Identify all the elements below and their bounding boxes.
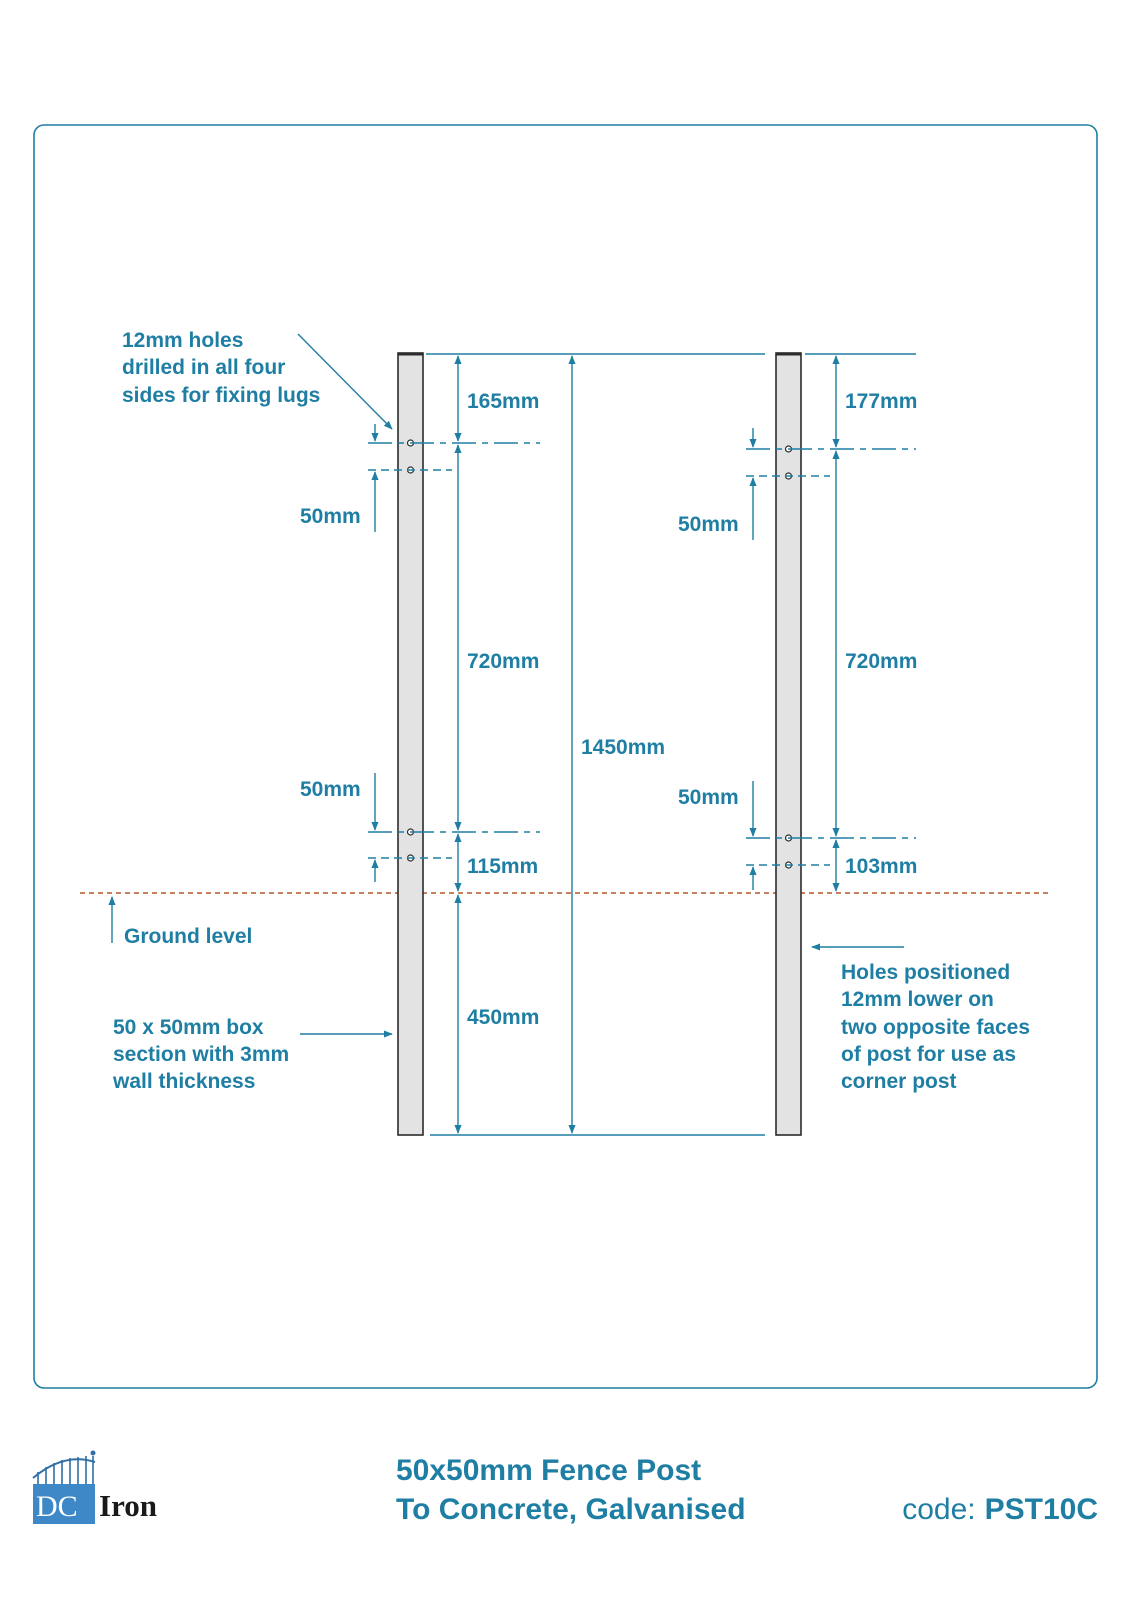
left-hole-spacing-bottom-dim: 50mm (300, 778, 361, 801)
left-post (397, 352, 424, 1136)
left-hole-to-ground-dim: 115mm (467, 855, 538, 878)
dimension-lines (371, 355, 840, 1134)
overall-height-dim: 1450mm (581, 736, 665, 759)
holes-note-line-1: 12mm holes (122, 329, 243, 352)
logo-badge (33, 1484, 95, 1524)
logo: DC Iron (32, 1450, 157, 1524)
holes-note-line-3: sides for fixing lugs (122, 384, 320, 407)
product-code: code: PST10C (902, 1493, 1098, 1526)
logo-iron: Iron (99, 1488, 157, 1523)
corner-note-line-5: corner post (841, 1070, 957, 1093)
corner-note-line-3: two opposite faces (841, 1016, 1030, 1039)
left-below-ground-dim: 450mm (467, 1006, 539, 1029)
leader-lines (108, 333, 904, 1038)
code-value: PST10C (985, 1493, 1098, 1526)
corner-note-line-1: Holes positioned (841, 961, 1010, 984)
title-line-1: 50x50mm Fence Post (396, 1454, 701, 1487)
logo-dc: DC (36, 1490, 78, 1523)
drawing-frame (33, 124, 1098, 1389)
right-post-body (775, 352, 802, 1136)
right-hole-spacing-top-dim: 50mm (678, 513, 739, 536)
holes-note: 12mm holes drilled in all four sides for… (122, 329, 320, 407)
right-between-holes-dim: 720mm (845, 650, 917, 673)
right-top-to-hole-dim: 177mm (845, 390, 917, 413)
code-label: code: (902, 1493, 975, 1526)
title-line-2: To Concrete, Galvanised (396, 1493, 746, 1526)
box-section-line-3: wall thickness (112, 1070, 255, 1093)
right-hole-spacing-bottom-dim: 50mm (678, 786, 739, 809)
box-section-line-1: 50 x 50mm box (113, 1016, 264, 1039)
corner-post-note: Holes positioned 12mm lower on two oppos… (841, 961, 1036, 1093)
right-post (775, 352, 802, 1136)
left-hole-spacing-top-dim: 50mm (300, 505, 361, 528)
ground-level-label: Ground level (124, 925, 252, 948)
left-post-body (397, 352, 424, 1136)
left-between-holes-dim: 720mm (467, 650, 539, 673)
right-hole-to-ground-dim: 103mm (845, 855, 917, 878)
corner-note-line-2: 12mm lower on (841, 988, 994, 1011)
left-top-to-hole-dim: 165mm (467, 390, 539, 413)
extension-lines (368, 353, 916, 1136)
box-section-note: 50 x 50mm box section with 3mm wall thic… (112, 1016, 295, 1093)
box-section-line-2: section with 3mm (113, 1043, 289, 1066)
corner-note-line-4: of post for use as (841, 1043, 1016, 1066)
holes-note-line-2: drilled in all four (122, 356, 285, 379)
